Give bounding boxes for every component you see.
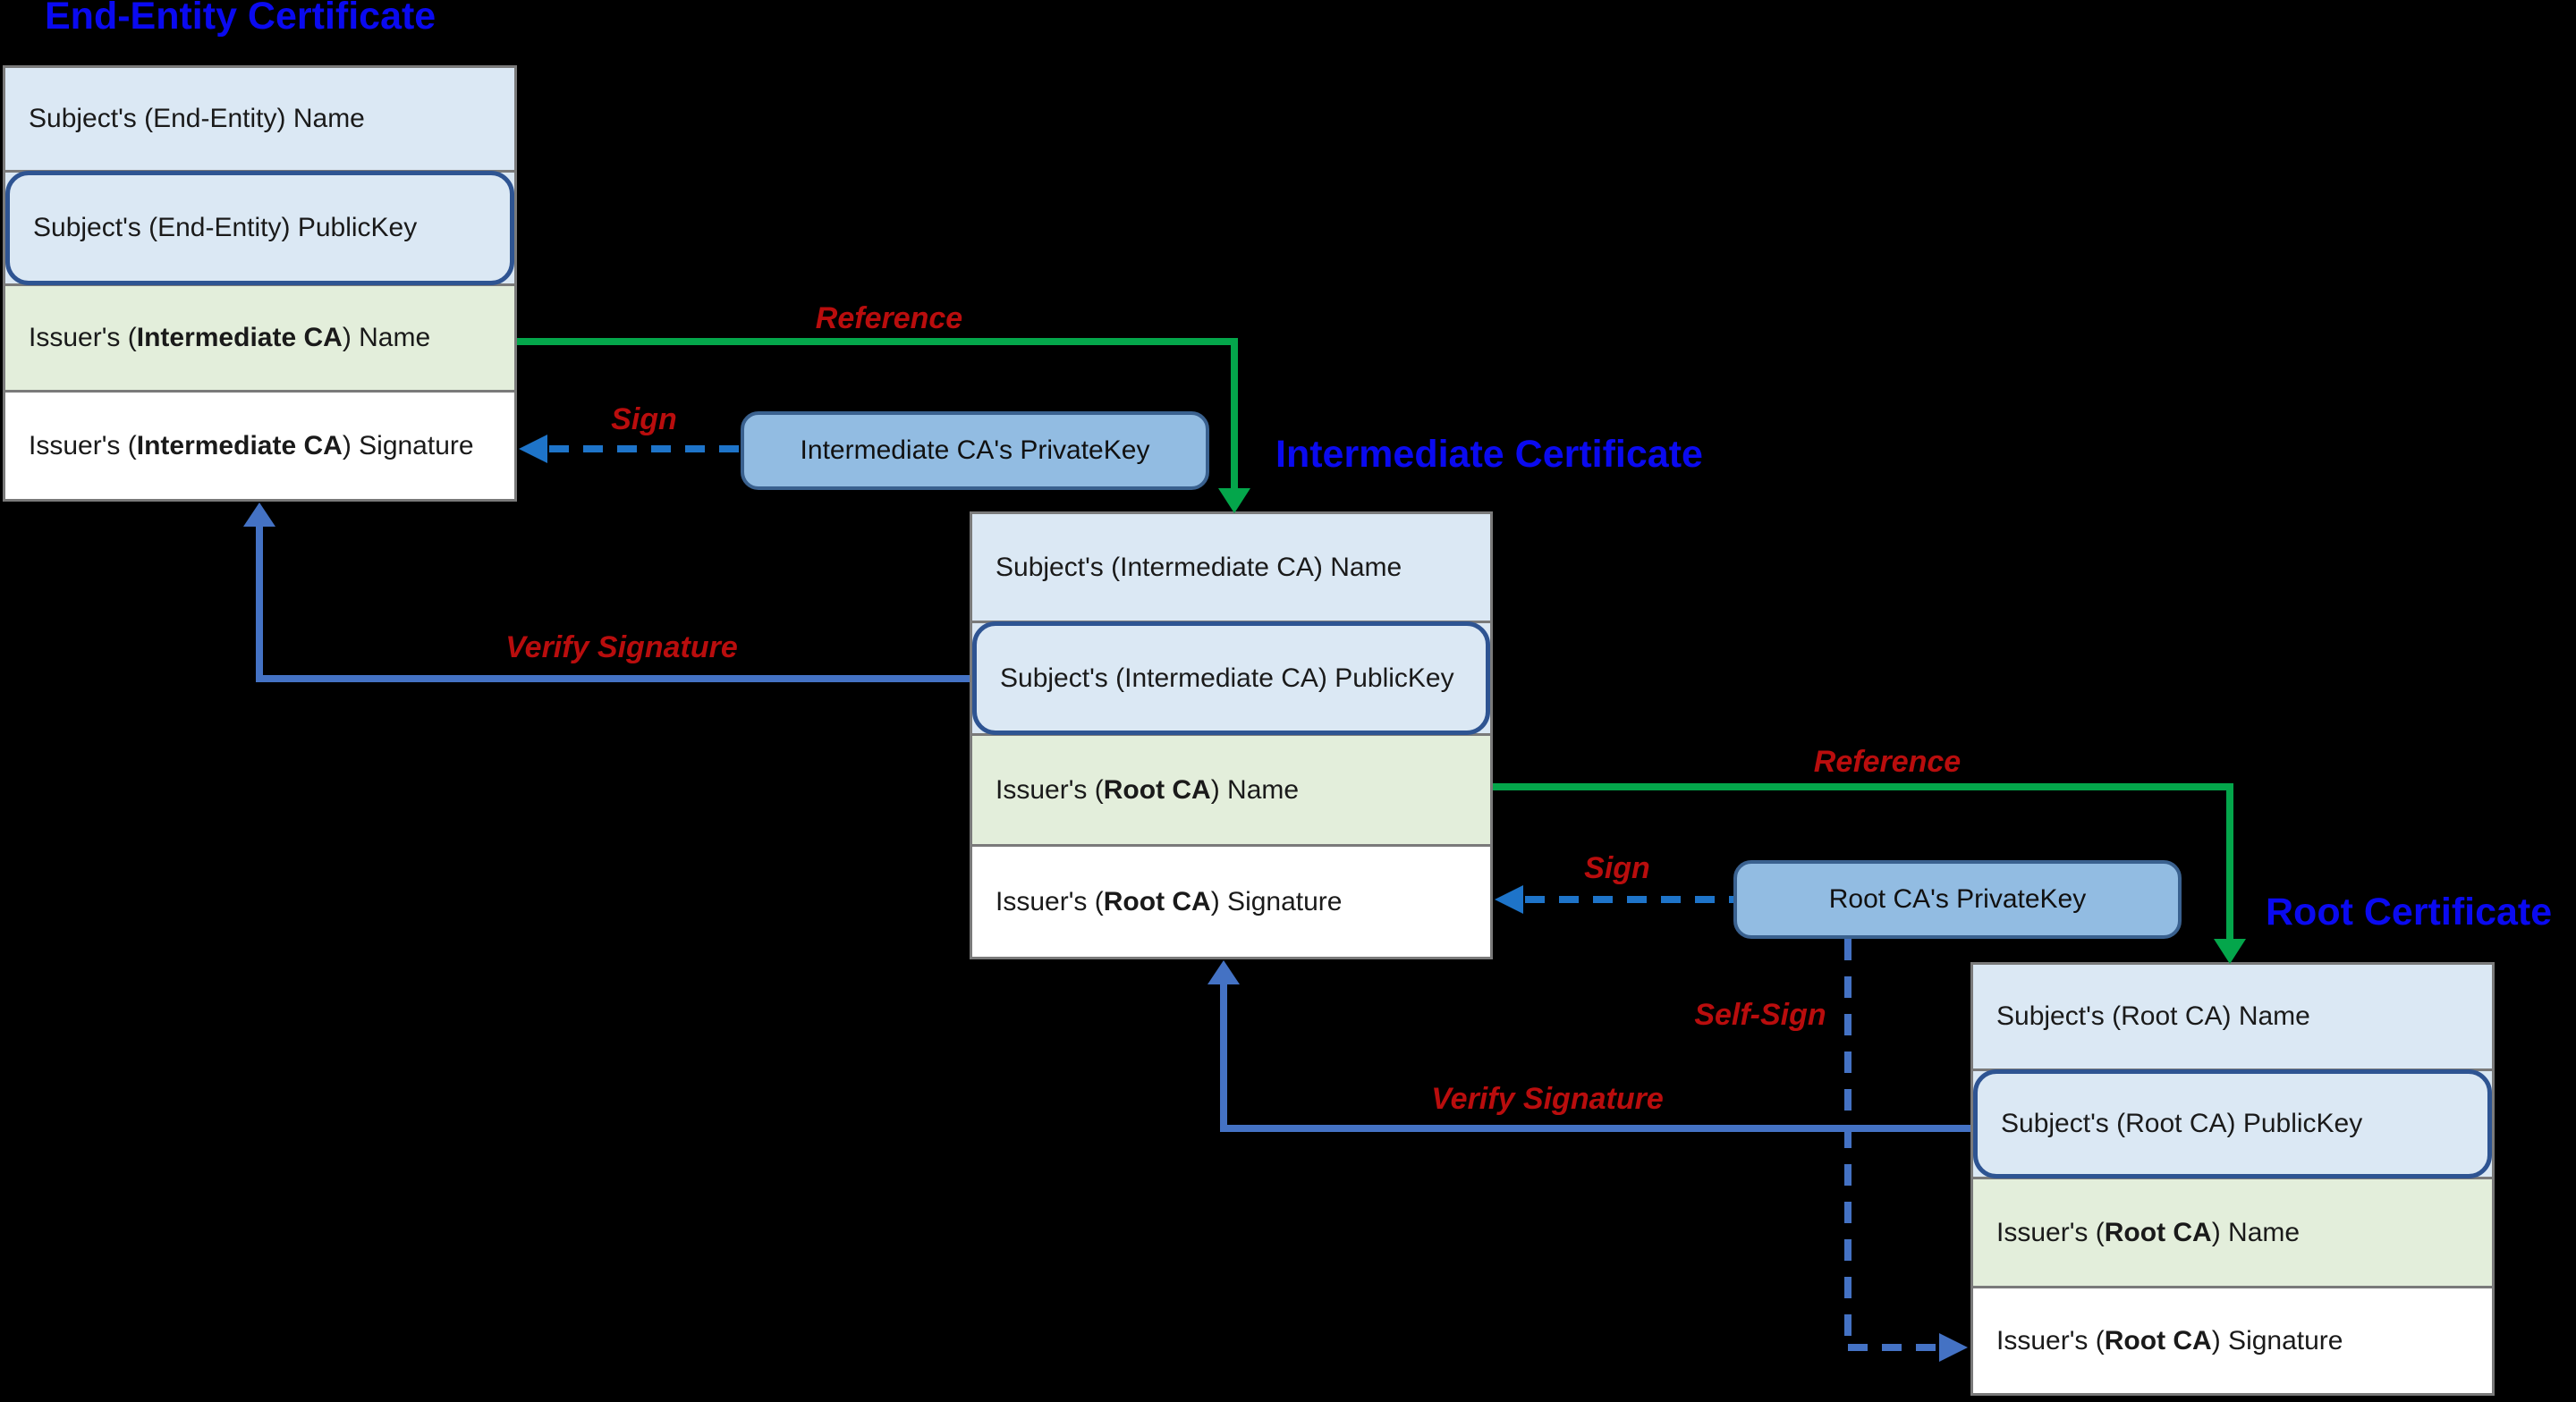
intermediate-issuer-signature-row: Issuer's (Root CA) Signature	[972, 847, 1490, 957]
intermediate-certificate-title: Intermediate Certificate	[1275, 433, 1703, 476]
end-entity-issuer-name-row: Issuer's (Intermediate CA) Name	[5, 286, 514, 393]
verify-signature-label-2: Verify Signature	[1431, 1082, 1664, 1116]
self-sign-arrowhead	[1939, 1333, 1968, 1362]
reference-label-1: Reference	[815, 301, 963, 335]
intermediate-certificate: Subject's (Intermediate CA) Name Subject…	[970, 511, 1493, 959]
verify-signature-label-1: Verify Signature	[505, 630, 738, 664]
verify-arrowhead-2	[1208, 960, 1240, 984]
intermediate-ca-privatekey-box: Intermediate CA's PrivateKey	[741, 411, 1209, 490]
intermediate-publickey-row: Subject's (Intermediate CA) PublicKey	[972, 621, 1490, 736]
end-entity-certificate-title: End-Entity Certificate	[45, 0, 436, 38]
intermediate-publickey-outline: Subject's (Intermediate CA) PublicKey	[972, 621, 1490, 735]
sign-arrowhead-2	[1495, 885, 1523, 914]
reference-label-2: Reference	[1813, 745, 1962, 779]
reference-arrowhead-2	[2214, 939, 2246, 964]
end-entity-subject-name-row: Subject's (End-Entity) Name	[5, 68, 514, 173]
reference-arrowhead-1	[1218, 488, 1250, 513]
root-ca-privatekey-box: Root CA's PrivateKey	[1733, 860, 2182, 939]
end-entity-publickey-row: Subject's (End-Entity) PublicKey	[5, 171, 514, 286]
root-certificate-title: Root Certificate	[2266, 891, 2553, 933]
root-subject-name-row: Subject's (Root CA) Name	[1973, 965, 2492, 1071]
sign-label-2: Sign	[1584, 851, 1650, 885]
self-sign-label: Self-Sign	[1694, 998, 1826, 1032]
intermediate-issuer-name-row: Issuer's (Root CA) Name	[972, 736, 1490, 847]
end-entity-certificate: Subject's (End-Entity) Name Subject's (E…	[3, 65, 517, 502]
root-issuer-signature-row: Issuer's (Root CA) Signature	[1973, 1288, 2492, 1393]
end-entity-publickey-outline: Subject's (End-Entity) PublicKey	[5, 171, 514, 285]
sign-label-1: Sign	[611, 402, 677, 436]
intermediate-subject-name-row: Subject's (Intermediate CA) Name	[972, 514, 1490, 623]
sign-arrowhead-1	[519, 435, 547, 463]
end-entity-issuer-signature-row: Issuer's (Intermediate CA) Signature	[5, 393, 514, 499]
intermediate-ca-privatekey-label: Intermediate CA's PrivateKey	[800, 435, 1150, 465]
root-ca-privatekey-label: Root CA's PrivateKey	[1828, 884, 2087, 914]
root-certificate: Subject's (Root CA) Name Subject's (Root…	[1970, 962, 2495, 1396]
verify-arrowhead-1	[243, 503, 275, 527]
root-issuer-name-row: Issuer's (Root CA) Name	[1973, 1179, 2492, 1288]
root-publickey-outline: Subject's (Root CA) PublicKey	[1973, 1069, 2492, 1178]
root-publickey-row: Subject's (Root CA) PublicKey	[1973, 1069, 2492, 1179]
